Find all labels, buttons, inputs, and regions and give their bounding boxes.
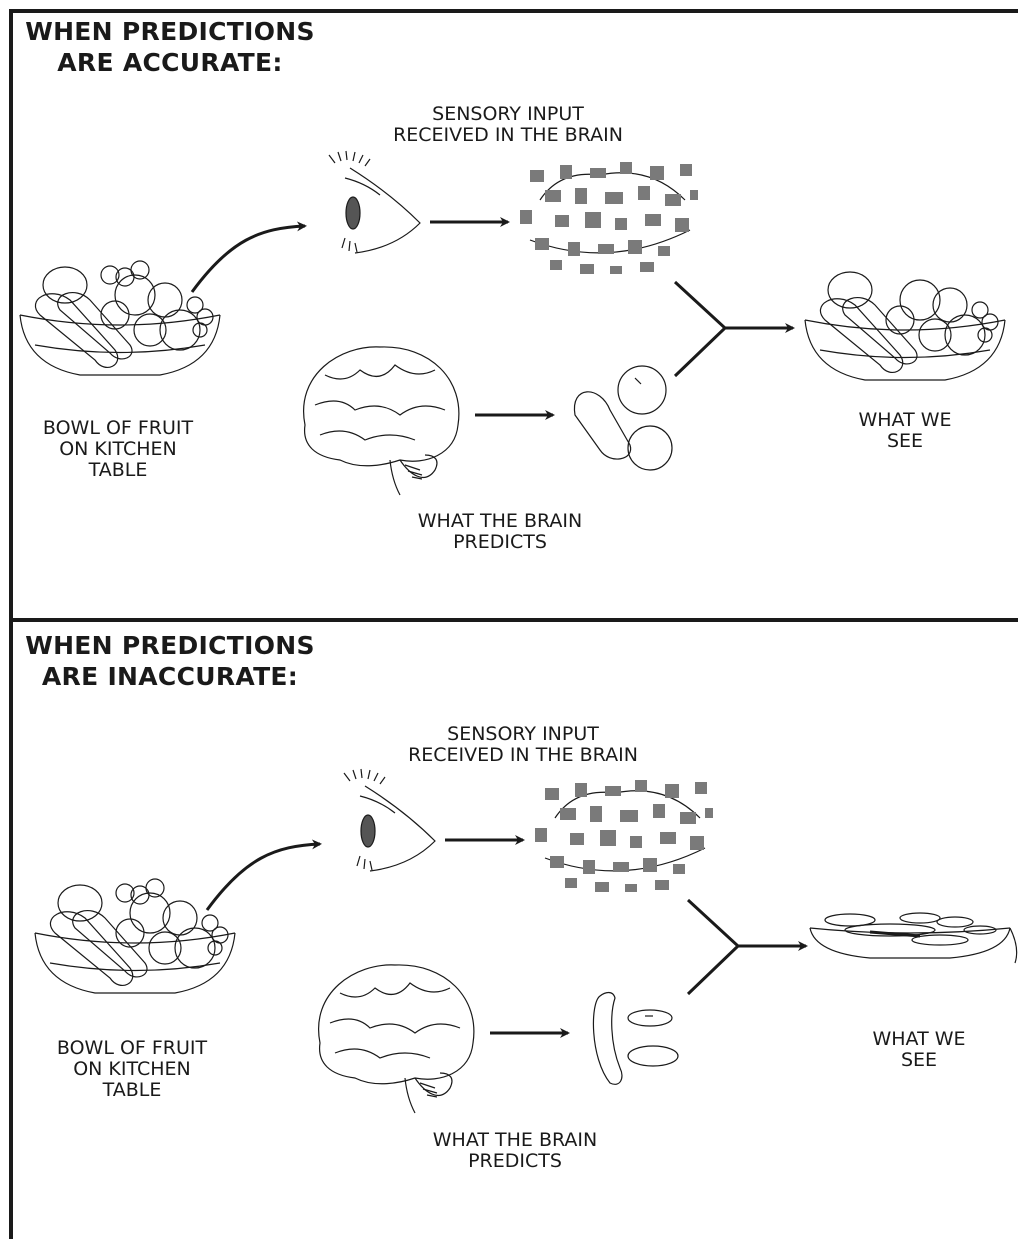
fruit-bowl-icon bbox=[34, 878, 236, 994]
perception-label: WHAT WE SEE bbox=[872, 1028, 966, 1071]
panel-accurate-artwork bbox=[19, 150, 1006, 496]
noisy-input-icon bbox=[535, 780, 713, 892]
object-label: BOWL OF FRUIT ON KITCHEN TABLE bbox=[56, 1037, 208, 1101]
fruit-bowl-icon bbox=[19, 260, 221, 376]
merge-connector bbox=[673, 280, 728, 378]
object-label: BOWL OF FRUIT ON KITCHEN TABLE bbox=[42, 417, 194, 481]
panel-heading: WHEN PREDICTIONS ARE ACCURATE: bbox=[20, 16, 320, 78]
sensory-input-label: SENSORY INPUT RECEIVED IN THE BRAIN bbox=[393, 103, 623, 146]
arrow-icon bbox=[205, 839, 322, 911]
predicted-fruit-icon bbox=[573, 365, 673, 471]
panel-inaccurate-artwork bbox=[34, 768, 1018, 1114]
brain-icon bbox=[303, 346, 460, 496]
perceived-bowl-icon bbox=[809, 912, 1018, 964]
eye-icon bbox=[343, 768, 436, 872]
arrow-icon bbox=[190, 221, 307, 293]
heading-line: ARE INACCURATE: bbox=[41, 662, 299, 691]
perceived-bowl-icon bbox=[804, 271, 1006, 381]
prediction-label: WHAT THE BRAIN PREDICTS bbox=[432, 1129, 598, 1172]
perception-label: WHAT WE SEE bbox=[858, 409, 952, 452]
brain-icon bbox=[318, 964, 475, 1114]
predicted-fruit-icon bbox=[592, 991, 679, 1085]
panel-divider bbox=[9, 618, 1018, 622]
heading-line: WHEN PREDICTIONS bbox=[25, 17, 315, 46]
noisy-input-icon bbox=[520, 162, 698, 274]
heading-line: ARE ACCURATE: bbox=[57, 48, 283, 77]
diagram-frame bbox=[9, 9, 1018, 1239]
panel-accurate: WHEN PREDICTIONS ARE ACCURATE: SENSORY I… bbox=[0, 0, 1018, 612]
panel-inaccurate: WHEN PREDICTIONS ARE INACCURATE: SENSORY… bbox=[0, 618, 1018, 1230]
merge-connector bbox=[686, 898, 741, 996]
prediction-label: WHAT THE BRAIN PREDICTS bbox=[417, 510, 583, 553]
sensory-input-label: SENSORY INPUT RECEIVED IN THE BRAIN bbox=[408, 723, 638, 766]
heading-line: WHEN PREDICTIONS bbox=[25, 631, 315, 660]
panel-heading: WHEN PREDICTIONS ARE INACCURATE: bbox=[20, 630, 320, 692]
eye-icon bbox=[328, 150, 421, 254]
